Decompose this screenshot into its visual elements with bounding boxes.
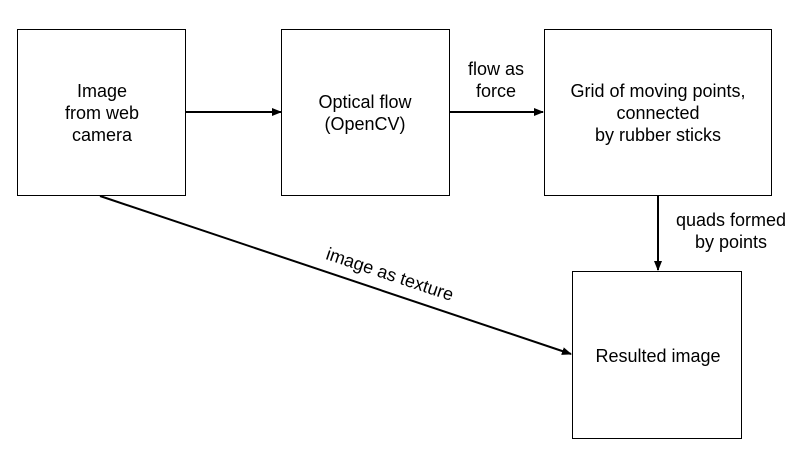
- text-line: (OpenCV): [324, 114, 405, 134]
- text-line: camera: [72, 125, 133, 145]
- node-result-label: Resulted image: [595, 346, 720, 366]
- text-line: Grid of moving points,: [570, 81, 745, 101]
- text-line: image as texture: [324, 244, 457, 305]
- text-line: force: [476, 81, 516, 101]
- text-line: flow as: [468, 59, 524, 79]
- text-line: connected: [616, 103, 699, 123]
- edge-camera-to-result: [99, 195, 572, 355]
- node-optical-flow: Optical flow(OpenCV): [281, 29, 450, 196]
- text-line: by rubber sticks: [595, 125, 721, 145]
- node-result: Resulted image: [572, 271, 742, 439]
- text-line: from web: [65, 103, 139, 123]
- text-line: Resulted image: [595, 346, 720, 366]
- text-line: quads formed: [676, 210, 786, 230]
- text-line: by points: [695, 232, 767, 252]
- edge-label-image-as-texture: image as texture: [324, 244, 457, 305]
- node-optical-flow-label: Optical flow(OpenCV): [318, 92, 412, 134]
- text-line: Optical flow: [318, 92, 412, 112]
- text-line: Image: [77, 81, 127, 101]
